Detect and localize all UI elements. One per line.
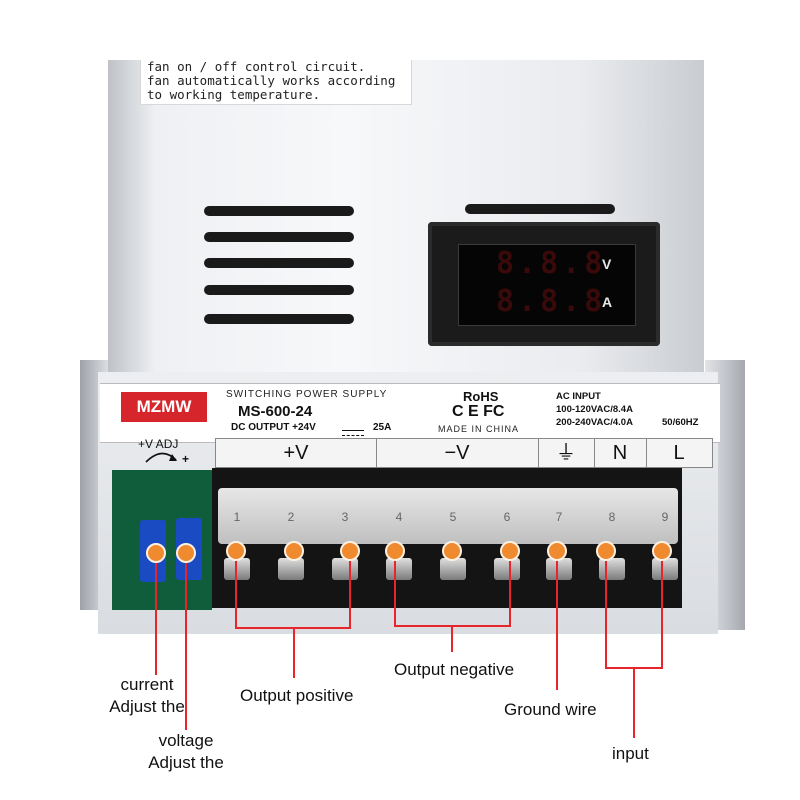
brand-logo: MZMW <box>121 392 207 422</box>
terminal-number: 8 <box>608 510 616 524</box>
ac-frequency: 50/60HZ <box>662 417 699 428</box>
annotation-line: Adjust the <box>109 697 185 716</box>
output-negative-annotation: Output negative <box>394 660 515 679</box>
vent-slot <box>204 258 354 268</box>
vent-slot <box>465 204 615 214</box>
output-current: 25A <box>373 422 392 433</box>
notice-line: fan automatically works according <box>147 73 396 88</box>
voltage-digits: 8.8.8 <box>496 246 607 281</box>
rotate-arrow-icon <box>145 452 177 463</box>
voltage-pot-marker <box>176 543 196 563</box>
terminal-number: 3 <box>341 510 349 524</box>
terminal-screw[interactable] <box>386 558 412 580</box>
terminal-screw[interactable] <box>652 558 678 580</box>
terminal-number: 6 <box>503 510 511 524</box>
terminal-screw[interactable] <box>546 558 572 580</box>
dc-symbol <box>342 430 364 436</box>
terminal-number: 5 <box>449 510 457 524</box>
voltage-adjust-annotation: voltage Adjust the <box>140 730 232 774</box>
terminal-screw[interactable] <box>278 558 304 580</box>
terminal-marker <box>547 541 567 561</box>
meter-display <box>458 244 636 326</box>
terminal-cover <box>218 488 678 544</box>
rohs-mark: RoHS <box>463 389 499 404</box>
terminal-number: 7 <box>555 510 563 524</box>
terminal-marker <box>596 541 616 561</box>
terminal-number: 2 <box>287 510 295 524</box>
dc-output: DC OUTPUT +24V <box>231 422 316 433</box>
current-digits: 8.8.8 <box>496 284 607 319</box>
terminal-marker <box>442 541 462 561</box>
ground-wire-annotation: Ground wire <box>504 700 597 719</box>
product-subtitle: SWITCHING POWER SUPPLY <box>226 389 388 400</box>
input-annotation: input <box>612 744 649 763</box>
terminal-marker <box>226 541 246 561</box>
fan-notice-sticker: fan on / off control circuit. fan automa… <box>140 60 412 105</box>
terminal-number: 9 <box>661 510 669 524</box>
ac-input-line1: 100-120VAC/8.4A <box>556 404 633 415</box>
adj-plus: + <box>182 452 190 466</box>
terminal-screw[interactable] <box>440 558 466 580</box>
terminal-marker <box>340 541 360 561</box>
notice-line: to working temperature. <box>147 87 321 102</box>
volt-unit: V <box>602 256 612 272</box>
terminal-marker <box>652 541 672 561</box>
amp-unit: A <box>602 294 613 310</box>
terminal-number: 1 <box>233 510 241 524</box>
ac-input-line2: 200-240VAC/4.0A <box>556 417 633 428</box>
ac-input-title: AC INPUT <box>556 391 601 402</box>
vent-slot <box>204 314 354 324</box>
current-adjust-annotation: current Adjust the <box>102 674 192 718</box>
terminal-screw[interactable] <box>332 558 358 580</box>
annotation-line: Adjust the <box>148 753 224 772</box>
header-positive: +V <box>216 439 377 467</box>
current-pot-marker <box>146 543 166 563</box>
terminal-marker <box>284 541 304 561</box>
annotation-line: voltage <box>158 731 214 750</box>
adj-label: +V ADJ <box>138 437 179 451</box>
terminal-marker <box>385 541 405 561</box>
made-in: MADE IN CHINA <box>438 424 520 434</box>
terminal-header: +V −V ⏚ N L <box>215 438 713 468</box>
annotation-line: current <box>120 675 174 694</box>
vent-slot <box>204 206 354 216</box>
certification-marks: C E FC <box>452 403 505 420</box>
header-ground-icon: ⏚ <box>538 439 595 467</box>
vent-slot <box>204 232 354 242</box>
notice-line: fan on / off control circuit. <box>147 59 366 74</box>
header-negative: −V <box>376 439 539 467</box>
terminal-number: 4 <box>395 510 403 524</box>
output-positive-annotation: Output positive <box>240 686 354 705</box>
model-number: MS-600-24 <box>238 403 313 420</box>
header-line: L <box>673 442 685 464</box>
terminal-screw[interactable] <box>494 558 520 580</box>
vent-slot <box>204 285 354 295</box>
terminal-marker <box>500 541 520 561</box>
header-neutral: N <box>594 439 647 467</box>
